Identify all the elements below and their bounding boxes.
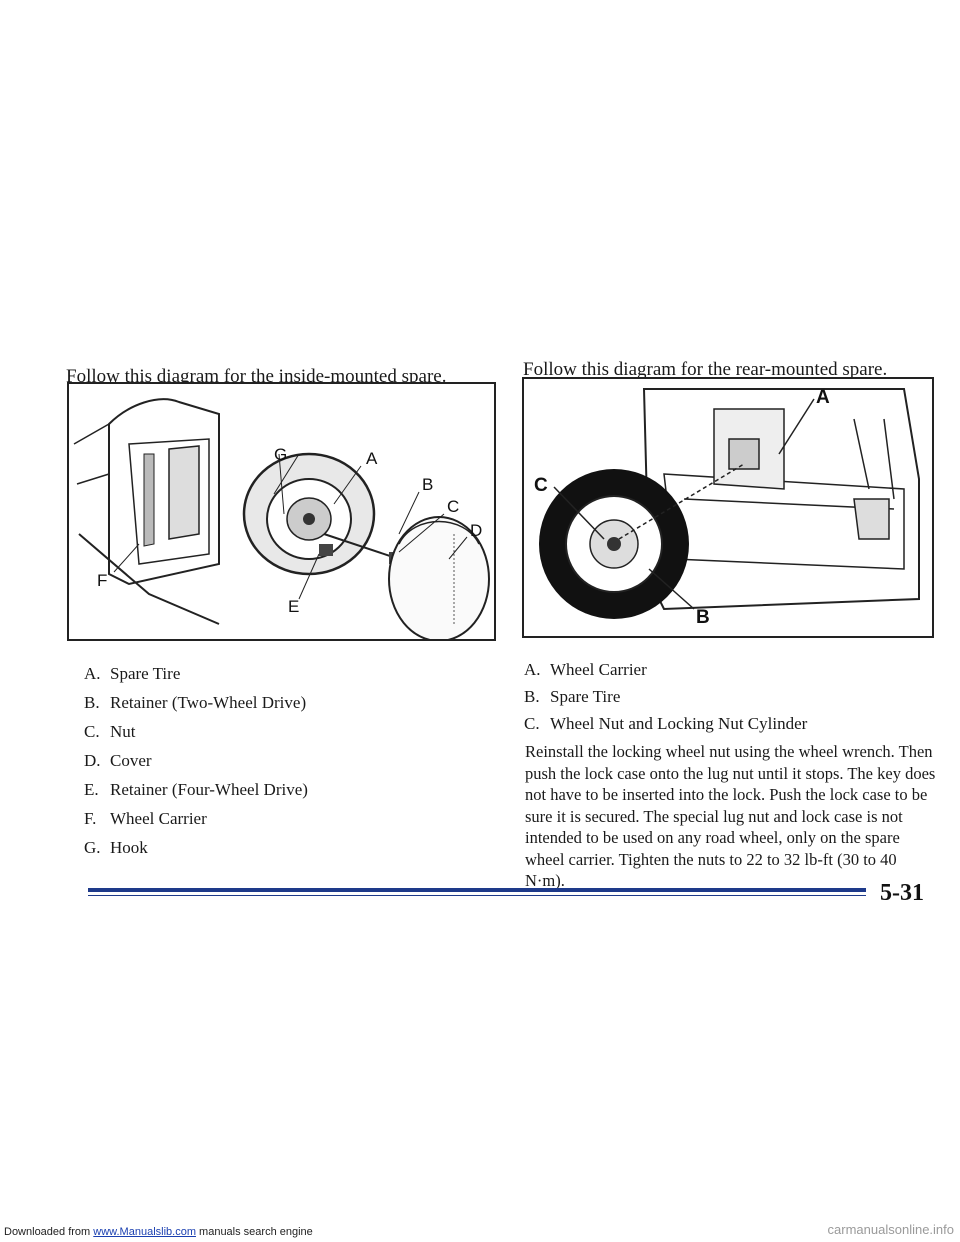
page-number: 5-31 [880,880,924,906]
callout-d: D [470,521,482,540]
callout-c: C [447,497,459,516]
callout-a: A [816,387,830,408]
callout-c: C [534,475,548,496]
callout-f: F [97,571,107,590]
legend-item: A.Wheel Carrier [524,660,647,679]
footer-rule [88,888,866,892]
left-diagram-heading: Follow this diagram for the inside-mount… [66,366,447,387]
callout-a: A [366,449,378,468]
legend-item: G.Hook [84,838,148,857]
legend-item: A.Spare Tire [84,664,181,683]
footer-rule-thin [88,895,866,896]
reinstall-instructions: Reinstall the locking wheel nut using th… [525,742,936,890]
rear-mounted-spare-diagram: A B C [522,377,934,638]
legend-item: B.Spare Tire [524,687,621,706]
watermark: carmanualsonline.info [827,1222,954,1237]
right-diagram-heading: Follow this diagram for the rear-mounted… [523,359,888,380]
rear-mounted-legend: A.Wheel Carrier B.Spare Tire C.Wheel Nut… [524,660,807,741]
inside-mounted-spare-illustration: G A B C D E F [73,398,490,639]
inside-mounted-legend: A.Spare Tire B.Retainer (Two-Wheel Drive… [84,664,308,867]
callout-e: E [288,597,299,616]
inside-mounted-spare-diagram: G A B C D E F [67,382,496,641]
legend-item: C.Wheel Nut and Locking Nut Cylinder [524,714,808,733]
legend-item: F.Wheel Carrier [84,809,207,828]
callout-g: G [274,445,287,464]
legend-item: D.Cover [84,751,152,770]
callout-b: B [422,475,433,494]
legend-item: C.Nut [84,722,136,741]
callout-b: B [696,607,710,628]
rear-mounted-spare-illustration: A B C [534,387,920,628]
download-footer: Downloaded from www.Manualslib.com manua… [4,1226,313,1238]
manualslib-link[interactable]: www.Manualslib.com [93,1226,196,1238]
legend-item: E.Retainer (Four-Wheel Drive) [84,780,308,799]
legend-item: B.Retainer (Two-Wheel Drive) [84,693,307,712]
